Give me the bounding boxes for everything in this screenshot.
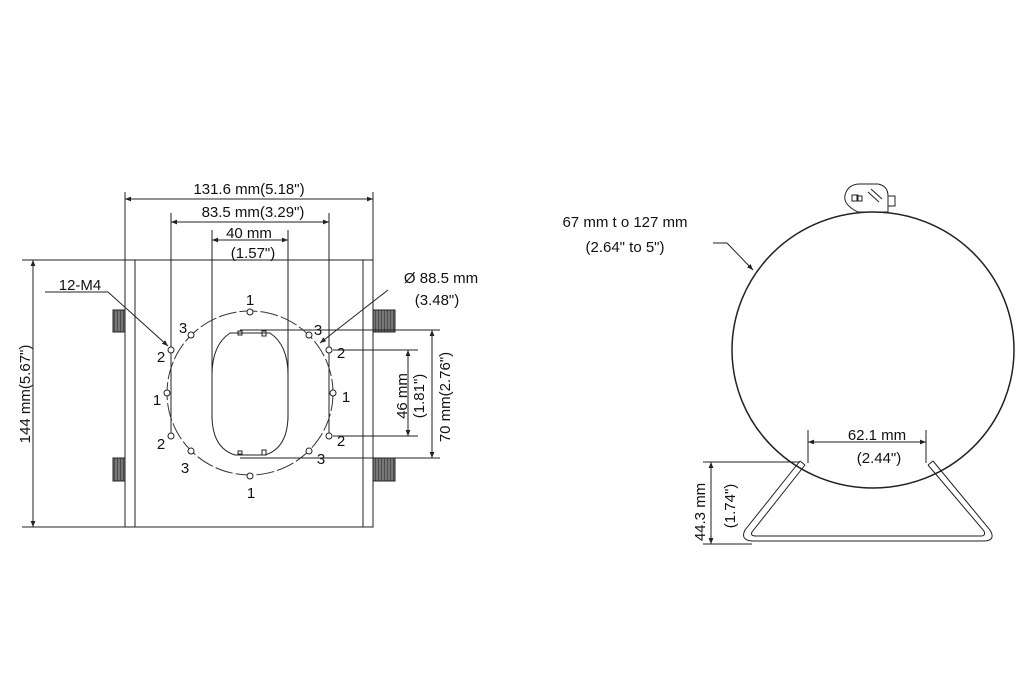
- mounting-holes: [163, 308, 337, 480]
- hole-spacing-label: 83.5 mm(3.29"): [202, 204, 305, 221]
- hole-label: 2: [157, 436, 165, 453]
- hole-label: 2: [337, 433, 345, 450]
- hole-label: 3: [317, 451, 325, 468]
- stud-left-bottom: [112, 457, 126, 482]
- stand-width-mm-label: 62.1 mm: [848, 427, 906, 444]
- hole-label: 3: [314, 322, 322, 339]
- hole-label: 1: [153, 392, 161, 409]
- hole: [325, 432, 333, 440]
- slot-width-mm-label: 40 mm: [226, 225, 272, 242]
- hole: [329, 389, 337, 397]
- hole-label: 1: [247, 485, 255, 502]
- pole-clamp-band: [731, 211, 1015, 489]
- bolt-circle-mm-label: Ø 88.5 mm: [404, 270, 478, 287]
- stand-width-in-label: (2.44"): [857, 450, 902, 467]
- hole-label: 3: [181, 460, 189, 477]
- mount-plate: [124, 259, 374, 528]
- side-view: 67 mm t o 127 mm (2.64" to 5") 62.1 mm (…: [562, 183, 1015, 545]
- inner-height-in-label: (1.81"): [411, 374, 428, 419]
- height-label: 144 mm(5.67"): [17, 345, 34, 444]
- hole-label: 2: [337, 345, 345, 362]
- hole: [246, 308, 254, 316]
- hole-label: 1: [342, 389, 350, 406]
- support-stand: [743, 460, 993, 542]
- bolt-circle-in-label: (3.48"): [415, 292, 460, 309]
- inner-height-mm-label: 46 mm: [394, 373, 411, 419]
- slot-width-in-label: (1.57"): [231, 245, 276, 262]
- center-slot: [211, 332, 289, 456]
- stud-left-top: [112, 309, 126, 333]
- hole-label: 1: [246, 292, 254, 309]
- hole: [167, 432, 175, 440]
- stand-height-in-label: (1.74"): [722, 484, 739, 529]
- hole: [187, 331, 195, 339]
- hole: [246, 472, 254, 480]
- hole: [325, 346, 333, 354]
- hole-labels: 1 1 1 1 2 2 2 2 3 3 3 3: [153, 292, 350, 502]
- stand-height-mm-label: 44.3 mm: [692, 483, 709, 541]
- outer-height-label: 70 mm(2.76"): [437, 352, 454, 442]
- clamp-range-in-label: (2.64" to 5"): [585, 239, 664, 256]
- hole: [163, 389, 171, 397]
- hole: [187, 447, 195, 455]
- hole: [305, 331, 313, 339]
- hole: [167, 346, 175, 354]
- hole: [305, 447, 313, 455]
- clamp-buckle: [844, 183, 896, 213]
- hole-label: 3: [179, 320, 187, 337]
- front-view: 131.6 mm(5.18") 83.5 mm(3.29") 40 mm (1.…: [17, 181, 478, 528]
- thread-spec-label: 12-M4: [59, 277, 102, 294]
- stud-right-top: [372, 309, 396, 333]
- clamp-range-mm-label: 67 mm t o 127 mm: [562, 214, 687, 231]
- width-overall-label: 131.6 mm(5.18"): [193, 181, 304, 198]
- stud-right-bottom: [372, 457, 396, 482]
- hole-label: 2: [157, 349, 165, 366]
